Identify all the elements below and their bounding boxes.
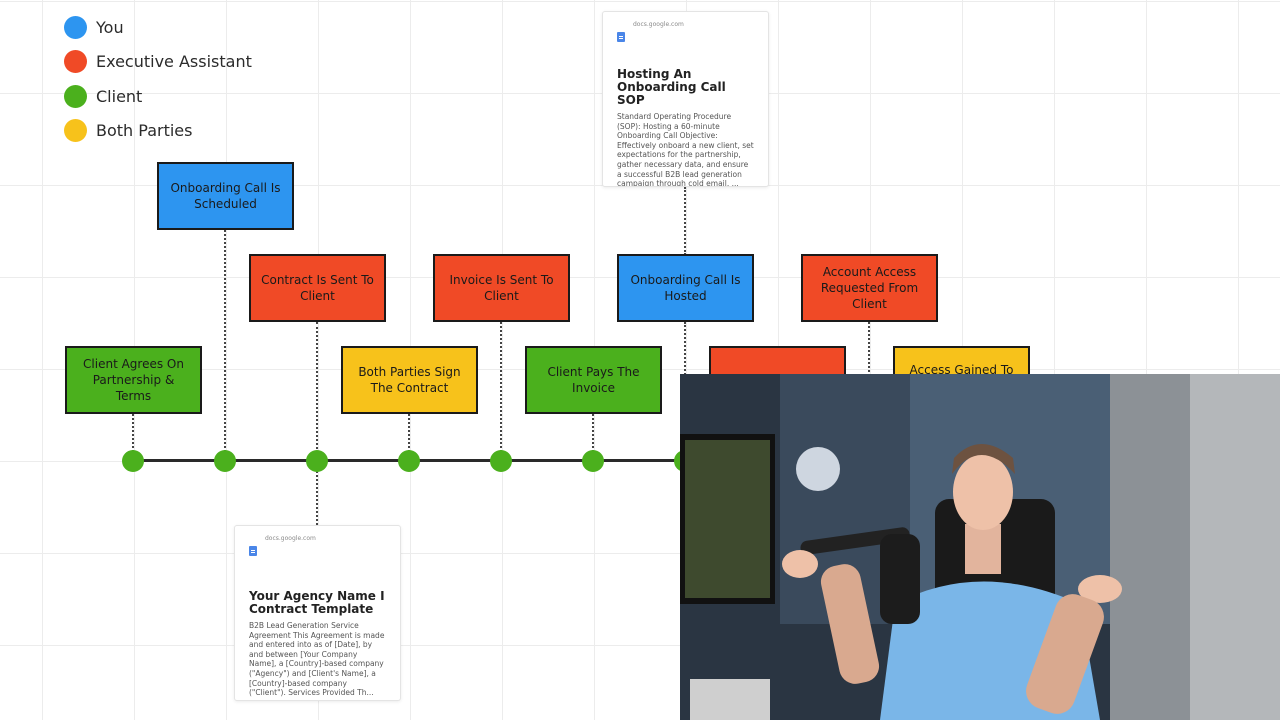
- node-contract-sent[interactable]: Contract Is Sent To Client: [249, 254, 386, 322]
- doc-card-onboarding-sop[interactable]: docs.google.com Hosting An Onboarding Ca…: [602, 11, 769, 187]
- presenter-video-icon: [680, 374, 1280, 720]
- legend-item-you: You: [64, 10, 252, 45]
- legend-dot-both-parties: [64, 119, 87, 143]
- connector: [224, 230, 226, 460]
- doc-source: docs.google.com: [249, 534, 386, 556]
- timeline-dot[interactable]: [398, 450, 420, 472]
- legend-dot-client: [64, 84, 87, 108]
- legend-label: You: [96, 17, 124, 37]
- node-client-agrees[interactable]: Client Agrees On Partnership & Terms: [65, 346, 202, 414]
- legend: You Executive Assistant Client Both Part…: [64, 10, 252, 148]
- doc-body: Standard Operating Procedure (SOP): Host…: [617, 112, 754, 187]
- legend-dot-you: [64, 15, 87, 39]
- timeline-dot[interactable]: [490, 450, 512, 472]
- node-both-sign-contract[interactable]: Both Parties Sign The Contract: [341, 346, 478, 414]
- node-invoice-sent[interactable]: Invoice Is Sent To Client: [433, 254, 570, 322]
- legend-label: Executive Assistant: [96, 52, 252, 72]
- google-doc-icon: [617, 32, 625, 42]
- connector: [684, 187, 686, 255]
- connector: [684, 322, 686, 382]
- connector: [316, 322, 318, 525]
- timeline-dot[interactable]: [306, 450, 328, 472]
- timeline-dot[interactable]: [214, 450, 236, 472]
- doc-card-contract-template[interactable]: docs.google.com Your Agency Name I Contr…: [234, 525, 401, 701]
- node-onboarding-call-hosted[interactable]: Onboarding Call Is Hosted: [617, 254, 754, 322]
- node-onboarding-call-scheduled[interactable]: Onboarding Call Is Scheduled: [157, 162, 294, 230]
- legend-dot-executive-assistant: [64, 50, 87, 74]
- timeline-dot[interactable]: [122, 450, 144, 472]
- connector: [868, 322, 870, 372]
- legend-label: Client: [96, 86, 143, 106]
- doc-body: B2B Lead Generation Service Agreement Th…: [249, 621, 385, 698]
- doc-source: docs.google.com: [617, 20, 754, 42]
- legend-label: Both Parties: [96, 121, 193, 141]
- doc-source-label: docs.google.com: [633, 21, 684, 28]
- legend-item-both-parties: Both Parties: [64, 114, 252, 149]
- node-access-gained-label: Access Gained To: [909, 363, 1014, 377]
- timeline-dot[interactable]: [582, 450, 604, 472]
- connector: [132, 414, 134, 460]
- webcam-overlay: [680, 374, 1280, 720]
- node-client-pays-invoice[interactable]: Client Pays The Invoice: [525, 346, 662, 414]
- connector: [408, 414, 410, 460]
- node-account-access-requested[interactable]: Account Access Requested From Client: [801, 254, 938, 322]
- doc-source-label: docs.google.com: [265, 535, 316, 542]
- legend-item-executive-assistant: Executive Assistant: [64, 45, 252, 80]
- google-doc-icon: [249, 546, 257, 556]
- doc-title: Hosting An Onboarding Call SOP: [617, 67, 726, 107]
- doc-title: Your Agency Name I Contract Template: [249, 589, 385, 616]
- legend-item-client: Client: [64, 79, 252, 114]
- connector: [500, 322, 502, 460]
- connector: [592, 414, 594, 460]
